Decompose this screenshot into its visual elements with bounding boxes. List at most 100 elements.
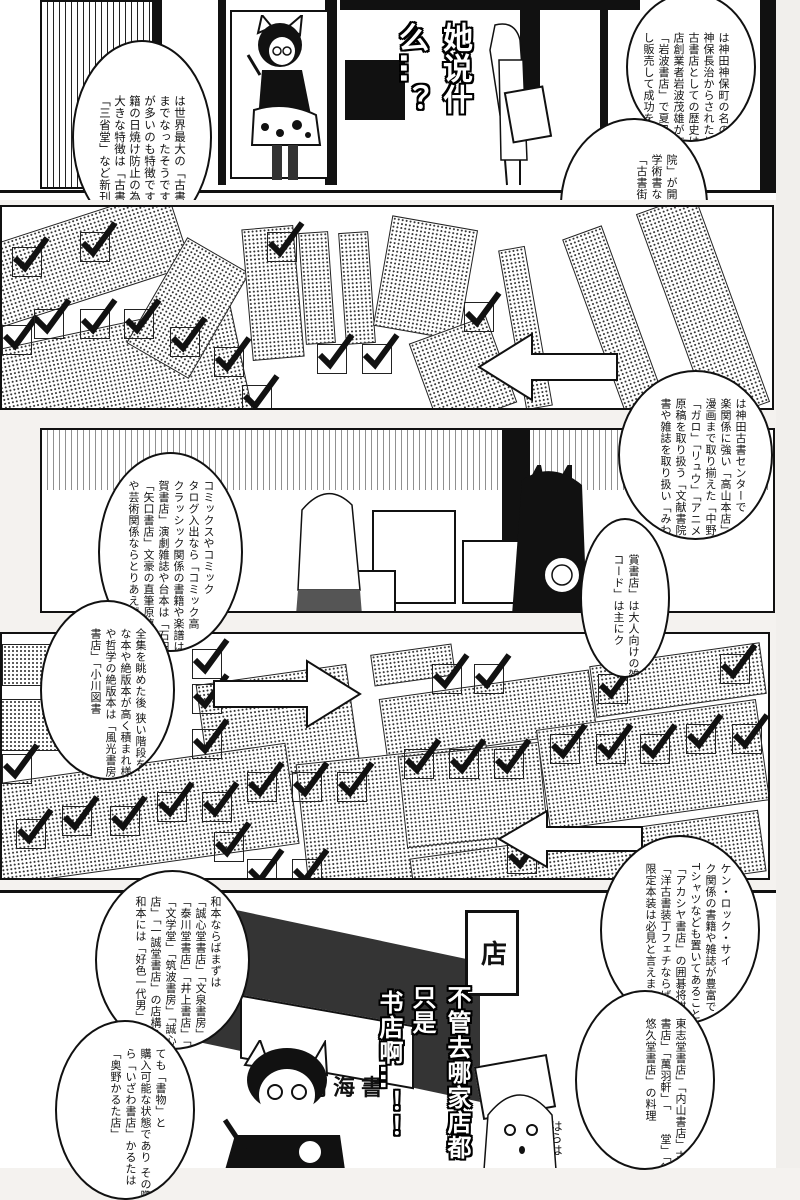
caption-line: 書店」「小川図書 [89,628,102,715]
caption-line: は世界最大の「古書店街 [173,94,187,200]
door-frame-5 [760,0,776,190]
caption-line: コード」は主にク [612,554,625,646]
long-hair-girl-back [296,492,362,611]
caption-line: 「アカシヤ書店」の囲碁将棋関係書の充実よりもさながら精神 [674,863,687,1025]
caption-line: 店創業者岩波茂雄が古書販売を起業したことから [672,32,685,140]
store-checkmark [242,374,280,408]
caption-line: や哲学の絶版本は「風光書房 [104,628,117,778]
caption-line: 全集を眺めた後 狭い階段を上り二階は洋書約一m近くの [134,628,147,780]
caption-line: 東志堂書店」「内山書店」古美術なら「風月洞書店」「山田書 [674,1018,687,1168]
store-checkmark [202,781,240,822]
caption-line: 書店」「萬羽軒」「 堂」「飯島書店」「中嶋尚美 [659,1018,672,1170]
caption-line: コミックスやコミック [202,480,215,595]
caption-line: 「奥野かるた店」 [109,1048,122,1140]
store-checkmark [720,643,758,684]
store-checkmark [598,663,636,704]
store-checkmark [2,314,40,355]
caption-text: は神田古書センターで 楽関係に強い「高山本店」能面 漫画まで取り揃えた「中野書店… [643,382,763,538]
caption-text: ても「書物」と 購入可能な状態であり その際 ら「いざわ書店」かるたは 「奥野か… [93,1032,183,1198]
caption-line: 古書店としての歴史は大正時 [687,31,700,142]
cat-ear-girl-pointing [222,1040,345,1168]
caption-line: 店」「一誠堂書店」の店構え、全集の揃いは圧巻 二階の [149,896,162,1050]
caption-line: ケン・ロック・サイ [719,863,732,967]
caption-bubble-karuta: ても「書物」と 購入可能な状態であり その際 ら「いざわ書店」かるたは 「奥野か… [55,1020,195,1200]
store-checkmark [292,848,330,878]
store-checkmark [449,738,487,779]
store-checkmark [247,848,285,878]
caption-line: 「矢口書店」文豪の直筆原稿なら「八木書店古書部」写真 [142,480,155,652]
caption-line: 和本ならばまずは [209,896,222,988]
store-checkmark [317,333,355,374]
caption-line: 書や雑誌を取り扱い「みわ書房」は児童書や絵本などに [659,398,672,538]
page-right-margin [776,0,800,1168]
store-checkmark [404,738,442,779]
panel-border [0,890,800,893]
caption-line: ら「いざわ書店」かるたは [124,1048,137,1186]
caption-text: コミックスやコミック タログ入出なら「コミック高 クラッシック関係の書籍や楽譜は… [111,464,231,650]
store-checkmark [494,738,532,779]
store-checkmark [432,653,470,694]
caption-line: 「誠心堂書店」「文泉書房」 [194,896,207,1040]
caption-line: は神田神保町の名の由 [717,31,730,142]
store-checkmark [110,795,148,836]
caption-line: 悠久堂書店」の料理 [644,1018,657,1122]
direction-arrow-left [497,809,643,869]
caption-bubble-japanese-books: 和本ならばまずは 「誠心堂書店」「文泉書房」 「泰川堂書店」「井上書店」「 「文… [95,870,250,1050]
caption-text: は神田神保町の名の由 神保長治からされたと言わ 古書店としての歴史は大正時 店創… [628,8,746,140]
panel-1-storefront: は世界最大の「古書店街 までなったそうです北向きの店構 が多いのも特徴ですが店頭… [0,0,800,200]
caption-bubble-rare-books: 全集を眺めた後 狭い階段を上り二階は洋書約一m近くの な本や絶版本が高く積まれ様… [40,600,175,780]
store-checkmark [267,221,305,262]
caption-line: 「ガロ」「リュウ」「アニメック」のバックナンバーや [689,398,702,540]
caption-line: ても「書物」と [154,1048,167,1129]
caption-line: 院」が開校された影響で芸術関係 [665,154,678,200]
caption-line: 「泰川堂書店」「井上書店」「 [179,896,192,1046]
store-checkmark [80,221,118,262]
door-frame-mid [218,0,226,185]
store-checkmark [170,316,208,357]
caption-line: 学術書などが「古書店街」の [650,154,663,200]
caption-bubble-bookstores-music: は神田古書センターで 楽関係に強い「高山本店」能面 漫画まで取り揃えた「中野書店… [618,370,773,540]
caption-bubble-right-top: は神田神保町の名の由 神保長治からされたと言わ 古書店としての歴史は大正時 店創… [626,0,756,142]
store-checkmark [732,713,768,754]
map-block [338,231,376,345]
store-checkmark [214,336,252,377]
direction-arrow-right [213,659,362,729]
store-checkmark [16,808,54,849]
store-checkmark [464,291,502,332]
direction-arrow-left [477,332,618,402]
caption-line: 「古書街」の周辺には数 [635,154,648,200]
store-checkmark [640,723,678,764]
caption-line: ク関係の書籍や雑誌が豊富で [704,863,717,1013]
store-checkmark [124,298,162,339]
caption-line: クラッシック関係の書籍や楽譜は [172,480,185,652]
store-checkmark [474,653,512,694]
caption-text: は世界最大の「古書店街 までなったそうです北向きの店構 が多いのも特徴ですが店頭… [82,70,202,200]
store-checkmark [686,713,724,754]
caption-line: 「岩波書店」で夏目漱石の「こゝろ」や哲学書などを自 [657,32,670,140]
long-hair-girl-surprised [483,1094,557,1168]
store-checkmark [2,743,40,784]
awning-top [340,0,640,10]
store-checkmark [247,761,285,802]
caption-text: 和本ならばまずは 「誠心堂書店」「文泉書房」 「泰川堂書店」「井上書店」「 「文… [118,880,238,1048]
door-frame-3 [520,10,540,110]
caption-line: 「三省堂」など新刊書籍を扱 [98,94,112,200]
sign-text: 店 [476,940,507,966]
caption-line: までなったそうです北向きの店構 [158,94,172,200]
store-checkmark [12,236,50,277]
store-checkmark [157,781,195,822]
door-dark-left [345,60,405,120]
cat-ear-girl-back [512,465,587,611]
store-checkmark [80,298,118,339]
caption-line: 楽関係に強い「高山本店」能面 [719,398,732,540]
caption-text: 全集を眺めた後 狭い階段を上り二階は洋書約一m近くの な本や絶版本が高く積まれ様… [73,612,163,778]
caption-line: 漫画まで取り揃えた「中野書店」は漫画雑誌に強く [704,398,717,540]
store-checkmark [337,761,375,802]
store-checkmark [596,723,634,764]
store-checkmark [550,723,588,764]
caption-line: 原稿を取り扱う「文献書院」は主にロックやアイドル関係 [674,398,687,538]
panel-2-map [0,205,774,410]
door-frame-4 [600,0,608,190]
dialogue-just-bookstores-col2: 书店啊…！！ [374,989,404,1141]
caption-line: Tシャツなども置いてあることもある鉄道や特撮関係及び [689,863,702,1025]
